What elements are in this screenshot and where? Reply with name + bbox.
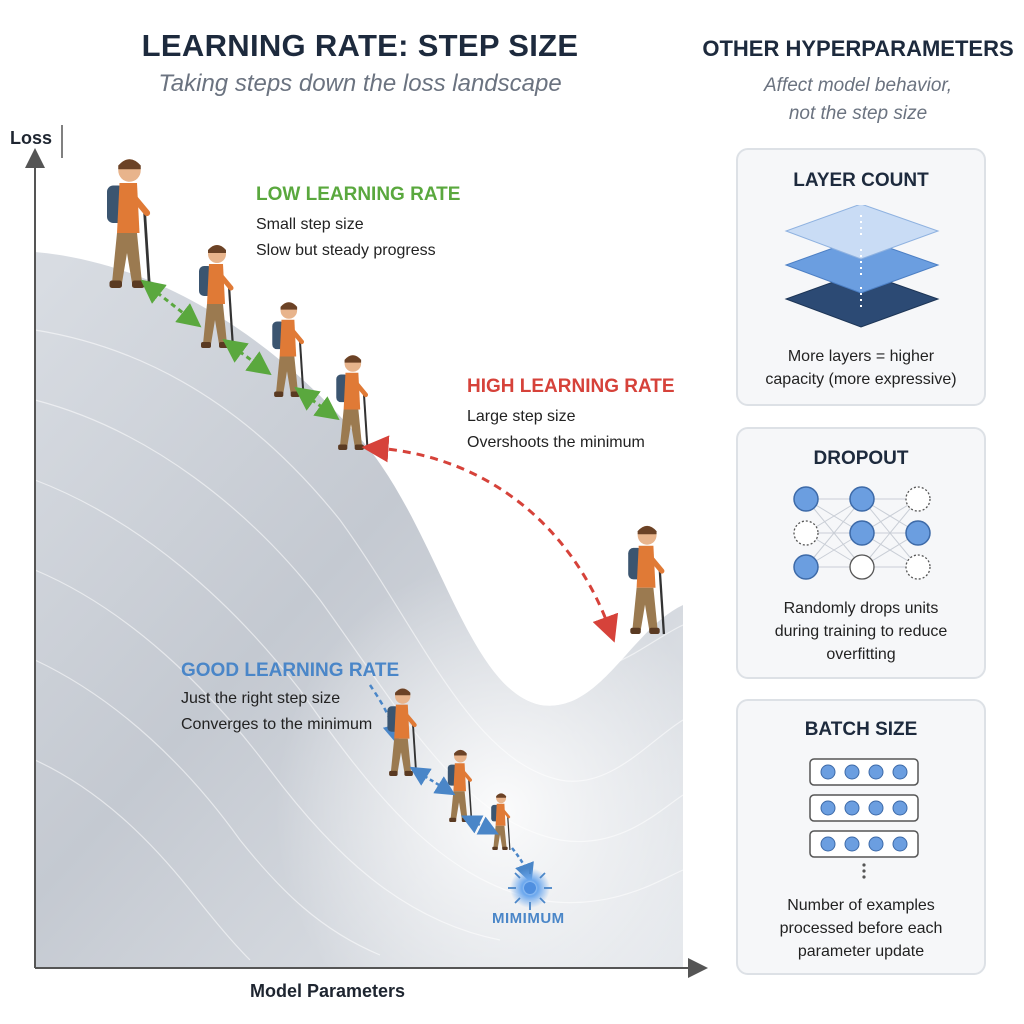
stacked-layers-icon xyxy=(784,205,940,328)
sidebar-subtitle: Affect model behavior, not the step size xyxy=(700,72,1016,128)
layer-count-desc: More layers = higher capacity (more expr… xyxy=(738,345,984,391)
x-axis-label: Model Parameters xyxy=(250,981,406,1001)
high-lr-path xyxy=(361,435,664,643)
good-lr-title: GOOD LEARNING RATE xyxy=(181,660,400,681)
low-lr-line2: Slow but steady progress xyxy=(256,242,436,259)
low-lr-line1: Small step size xyxy=(256,216,364,233)
batch-size-desc: Number of examples processed before each… xyxy=(738,894,984,963)
high-lr-annotation: HIGH LEARNING RATE Large step size Overs… xyxy=(467,376,675,456)
sidebar-title: OTHER HYPERPARAMETERS xyxy=(702,36,1014,61)
high-lr-title: HIGH LEARNING RATE xyxy=(467,376,675,397)
dropout-card: DROPOUT Randomly drops units during trai… xyxy=(736,427,986,679)
contour-lines xyxy=(34,267,684,961)
sidebar-subtitle-line1: Affect model behavior, xyxy=(764,75,952,96)
dropout-desc: Randomly drops units during training to … xyxy=(738,597,984,666)
page-subtitle: Taking steps down the loss landscape xyxy=(158,70,562,97)
sparkle-icon xyxy=(508,866,552,910)
low-lr-path xyxy=(107,159,368,450)
good-lr-line1: Just the right step size xyxy=(181,690,341,707)
batch-size-title: BATCH SIZE xyxy=(804,719,918,740)
batch-size-desc-line2: processed before each xyxy=(779,920,943,937)
good-lr-annotation: GOOD LEARNING RATE Just the right step s… xyxy=(181,660,399,738)
layer-count-desc-line1: More layers = higher xyxy=(787,348,935,365)
minimum-label: MIMIMUM xyxy=(492,910,565,927)
loss-landscape xyxy=(25,125,708,978)
layer-count-title: LAYER COUNT xyxy=(793,170,929,191)
batch-size-desc-line3: parameter update xyxy=(797,943,925,960)
layer-count-card: LAYER COUNT More layers = higher capacit… xyxy=(736,148,986,406)
batch-rows-icon xyxy=(809,758,919,879)
hiker-icon xyxy=(628,526,664,634)
layer-count-desc-line2: capacity (more expressive) xyxy=(765,371,957,388)
sidebar-subtitle-line2: not the step size xyxy=(788,103,928,124)
high-lr-line2: Overshoots the minimum xyxy=(467,434,645,451)
batch-size-card: BATCH SIZE Number of examples processed … xyxy=(736,699,986,975)
low-lr-annotation: LOW LEARNING RATE Small step size Slow b… xyxy=(256,184,460,264)
neural-network-icon xyxy=(793,486,931,580)
high-lr-line1: Large step size xyxy=(467,408,576,425)
batch-size-desc-line1: Number of examples xyxy=(787,897,935,914)
page-title: LEARNING RATE: STEP SIZE xyxy=(141,28,579,63)
dropout-title: DROPOUT xyxy=(813,448,909,469)
dropout-desc-line1: Randomly drops units xyxy=(783,600,939,617)
good-lr-line2: Converges to the minimum xyxy=(181,716,373,733)
y-axis-label: Loss xyxy=(10,128,53,148)
dropout-desc-line3: overfitting xyxy=(826,646,896,663)
dropout-desc-line2: during training to reduce xyxy=(774,623,948,640)
low-lr-title: LOW LEARNING RATE xyxy=(256,184,461,205)
